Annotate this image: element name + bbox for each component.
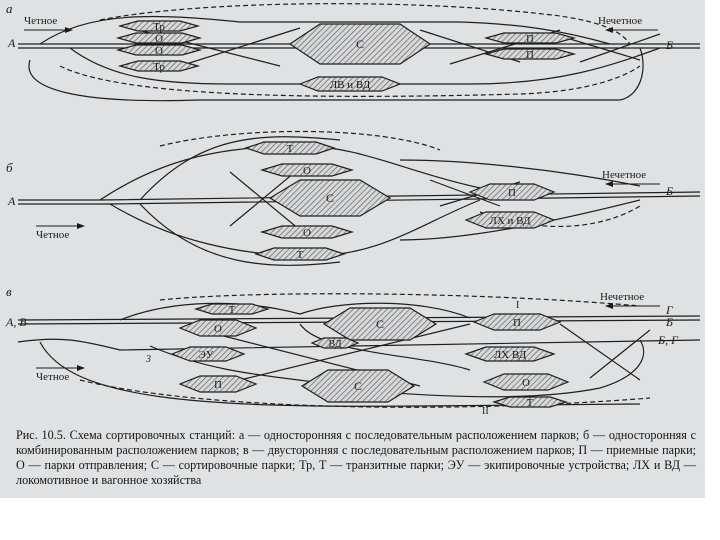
scheme-v-park-label: П	[214, 379, 222, 391]
scheme-v-park-label: Т	[229, 304, 236, 316]
scheme-v-odd-direction: Нечетное	[600, 291, 644, 303]
scheme-a-park-labels: Тр О О Тр С П П ЛВ и ВД	[153, 21, 534, 91]
scheme-v-letter: в	[6, 284, 12, 299]
scheme-b-park-labels: Т О С О Т П ЛХ и ВД	[287, 143, 531, 261]
scheme-v-park-lh-vd	[464, 346, 556, 362]
scheme-b-parks	[244, 141, 556, 261]
caption-label: Рис. 10.5.	[16, 428, 66, 442]
scheme-a-end-right: Б	[665, 38, 673, 52]
scheme-v-end-right-mid: Б	[665, 315, 673, 329]
scheme-a-end-left: А	[7, 36, 16, 50]
scheme-v: в Нечетное Четное А, В Г Б Б, Г I II 3	[5, 284, 701, 417]
scheme-b-park-o1	[259, 163, 355, 177]
scheme-v-park-label: П	[513, 317, 521, 329]
scheme-b-park-label: Т	[287, 143, 294, 155]
scheme-v-park-label: ЛХ ВД	[494, 349, 527, 361]
scheme-b-end-right: Б	[665, 184, 673, 198]
scheme-a-parks	[115, 20, 577, 92]
scheme-a-park-label: ЛВ и ВД	[330, 79, 371, 91]
scheme-v-track-number-3: 3	[145, 354, 151, 365]
scheme-v-park-p1	[472, 313, 562, 331]
scheme-b-park-t2	[254, 247, 346, 261]
scheme-v-park-label: ЭУ	[198, 349, 213, 361]
scheme-v-park-eu	[170, 346, 246, 362]
scheme-v-park-labels: Т О ЭУ С ВД П ЛХ ВД П С О Т	[198, 304, 533, 409]
scheme-a-park-tr2	[117, 60, 201, 72]
scheme-v-park-c2	[300, 369, 416, 403]
scheme-a-park-c	[288, 23, 432, 65]
scheme-a-park-o2	[115, 44, 203, 56]
scheme-a-letter: а	[6, 1, 13, 16]
scheme-a-park-label: О	[155, 45, 163, 57]
scheme-a-even-direction: Четное	[24, 15, 57, 27]
scheme-v-park-label: Т	[527, 397, 534, 409]
scheme-v-park-label: ВД	[328, 339, 341, 350]
caption-text: Схема сортировочных станций: а — односто…	[16, 428, 697, 487]
scheme-v-park-o1	[178, 319, 258, 337]
scheme-v-parks	[170, 303, 570, 408]
scheme-a-park-p1	[483, 32, 577, 44]
scheme-b-end-left: А	[7, 194, 16, 208]
scheme-b-park-p	[468, 183, 556, 201]
scheme-a-park-label: С	[356, 37, 364, 51]
scheme-a-park-o1	[115, 32, 203, 44]
scheme-v-even-direction: Четное	[36, 371, 69, 383]
scheme-v-park-label: О	[214, 323, 222, 335]
scheme-v-park-t2	[491, 396, 569, 408]
scheme-v-end-right-top: Г	[665, 303, 674, 317]
scheme-v-park-vd	[310, 337, 360, 349]
scheme-b-park-label: П	[508, 187, 516, 199]
scheme-b-odd-direction: Нечетное	[602, 169, 646, 181]
scheme-b: б Нечетное Четное А Б	[6, 130, 701, 266]
scheme-v-end-left: А, В	[5, 315, 27, 329]
scheme-a-park-label: П	[526, 49, 534, 61]
scheme-v-track-number-1: I	[516, 300, 519, 311]
scheme-a-odd-direction: Нечетное	[598, 15, 642, 27]
figure-caption: Рис. 10.5. Схема сортировочных станций: …	[16, 428, 696, 488]
scheme-b-park-c	[268, 179, 392, 217]
scheme-b-park-o2	[259, 225, 355, 239]
scheme-v-park-o2	[482, 373, 570, 391]
scheme-b-even-direction: Четное	[36, 229, 69, 241]
scheme-b-park-t1	[244, 141, 336, 155]
scheme-a-park-lv-vd	[298, 76, 402, 92]
scheme-a-park-label: П	[526, 33, 534, 45]
scheme-b-park-lh-vd	[464, 211, 556, 229]
scheme-b-park-label: ЛХ и ВД	[489, 215, 531, 227]
scheme-a: а Четное Нечетное А Б	[6, 1, 700, 102]
scheme-b-letter: б	[6, 160, 13, 175]
scheme-a-park-label: Тр	[153, 21, 165, 33]
scheme-v-park-label: О	[522, 377, 530, 389]
scheme-v-track-number-2: II	[482, 406, 489, 417]
scheme-b-park-label: О	[303, 165, 311, 177]
scheme-v-park-label: С	[376, 317, 384, 331]
scheme-a-park-label: Тр	[153, 61, 165, 73]
scheme-b-park-label: Т	[297, 249, 304, 261]
scheme-a-park-p2	[483, 48, 577, 60]
scheme-a-park-label: О	[155, 33, 163, 45]
scheme-b-park-label: С	[326, 191, 334, 205]
scheme-a-park-tr1	[117, 20, 201, 32]
scheme-v-park-t1	[193, 303, 271, 315]
scheme-v-park-label: С	[354, 379, 362, 393]
scheme-v-park-p2	[178, 375, 258, 393]
scheme-b-park-label: О	[303, 227, 311, 239]
station-schemes-figure: а Четное Нечетное А Б	[5, 1, 701, 417]
